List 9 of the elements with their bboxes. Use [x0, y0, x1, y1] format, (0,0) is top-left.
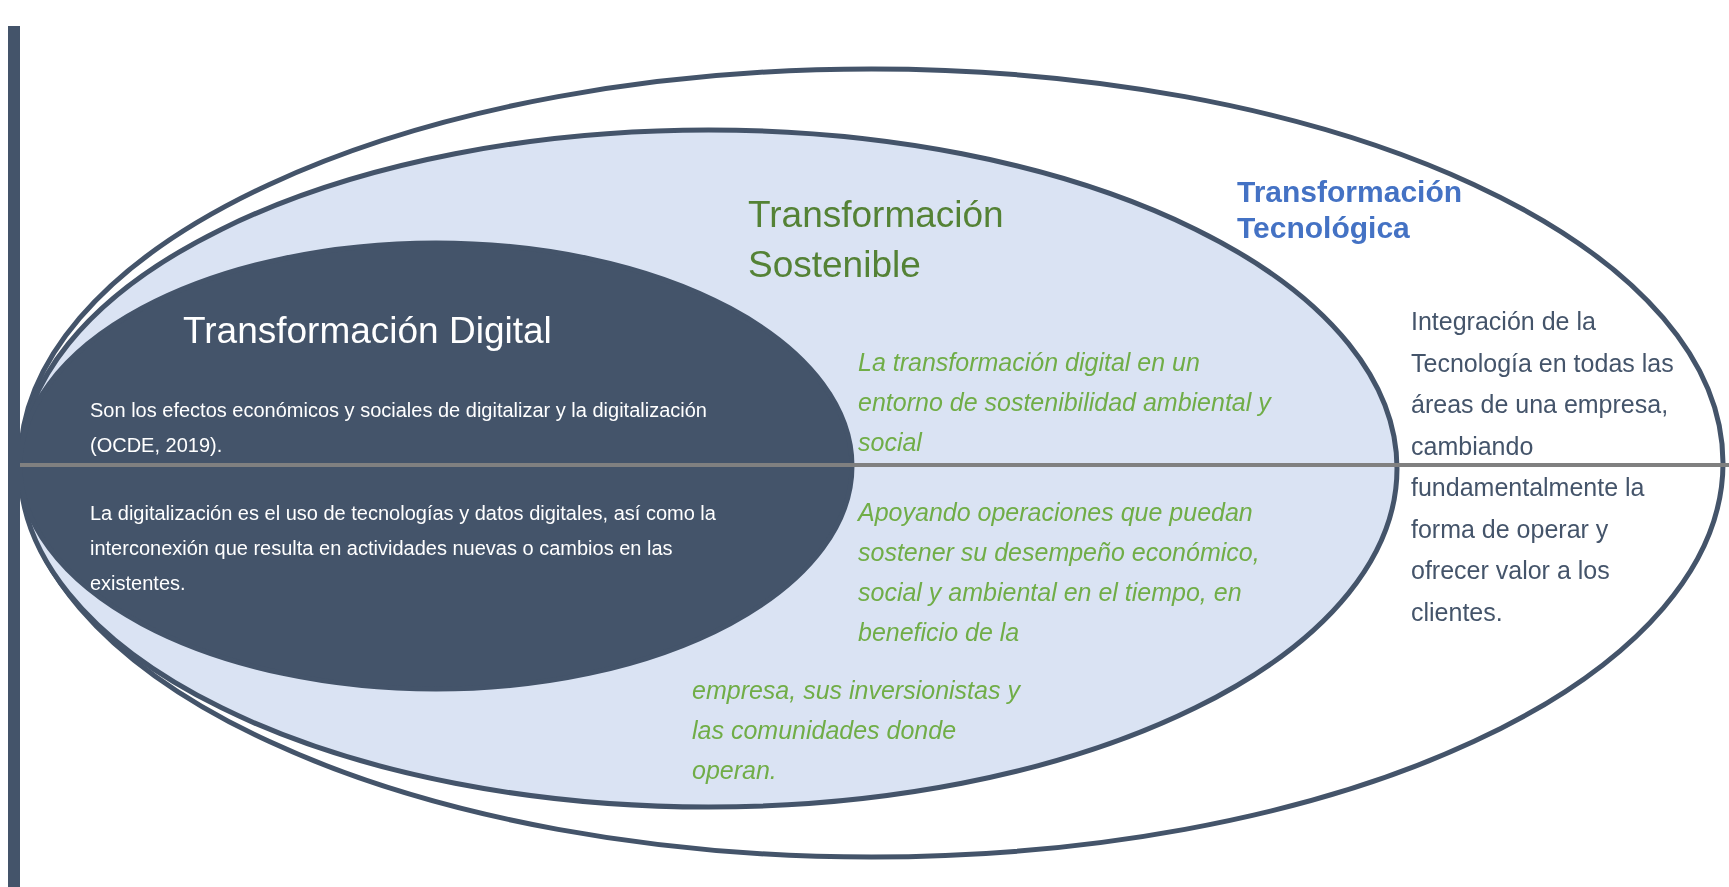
description-text: La transformación digital en un entorno de sostenibilidad ambiental y social — [858, 347, 1273, 458]
ellipse-title: Transformación Tecnológica — [1237, 174, 1464, 246]
description-text: empresa, sus inversionistas y las comunidades donde operan. — [692, 675, 1022, 786]
ellipse-title: Transformación Sostenible — [748, 193, 1005, 287]
description-text: La digitalización es el uso de tecnologías y datos digitales, así como la interconexión que resulta en actividades nuevas o cambios en las existentes. — [90, 501, 717, 596]
ellipse-title: Transformación Digital — [183, 309, 553, 353]
description-text: Apoyando operaciones que puedan sostener su desempeño económico, social y ambiental en el tiempo, en beneficio de la — [858, 497, 1261, 648]
description-text: Integración de la Tecnología en todas las áreas de una empresa, cambiando fundamentalmente la forma de operar y ofrecer valor a los clientes. — [1411, 306, 1675, 628]
description-text: Son los efectos económicos y sociales de digitalizar y la digitalización (OCDE, 2019). — [90, 398, 708, 458]
